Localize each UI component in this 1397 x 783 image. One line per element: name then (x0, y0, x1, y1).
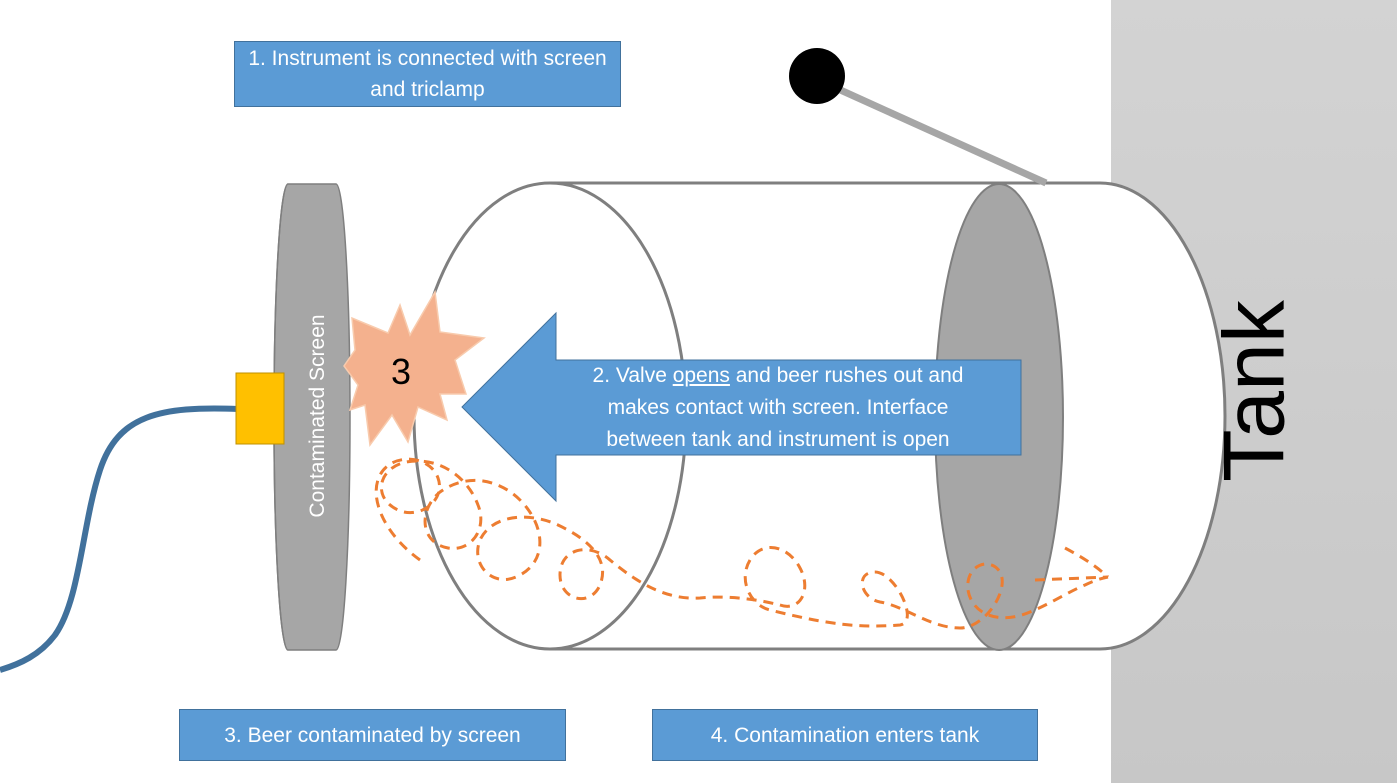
hose (0, 405, 239, 673)
pipe-end-arc (1099, 181, 1227, 651)
beer-flow-arrow (461, 311, 1022, 503)
contamination-path (374, 457, 1109, 630)
tank-label-text: Tank (1206, 300, 1303, 482)
step-2-text-b: and beer rushes out and (729, 364, 964, 387)
step-1-callout: 1. Instrument is connected with screen a… (234, 41, 621, 107)
step-3-text: 3. Beer contaminated by screen (224, 723, 521, 747)
step-2-line-3: between tank and instrument is open (606, 428, 950, 451)
screen-label-text: Contaminated Screen (306, 314, 329, 518)
valve-handle-lever (834, 84, 1048, 187)
contamination-path-tail (1034, 546, 1110, 582)
step-4-text: 4. Contamination enters tank (710, 723, 980, 747)
valve-handle-knob (789, 48, 845, 104)
step-2-line-1: 2. Valve opens and beer rushes out and (593, 360, 964, 392)
triclamp (235, 372, 285, 445)
step-2-text-opens: opens (672, 364, 730, 387)
burst-label: 3 (390, 351, 412, 392)
contamination-burst (343, 289, 486, 447)
step-2-callout: 2. Valve opens and beer rushes out and m… (548, 360, 1008, 456)
step-1-text: 1. Instrument is connected with screen a… (248, 47, 607, 101)
step-3-callout: 3. Beer contaminated by screen (179, 709, 566, 761)
step-2-text-a: 2. Valve (592, 364, 673, 387)
step-4-callout: 4. Contamination enters tank (652, 709, 1038, 761)
step-2-line-2: makes contact with screen. Interface (607, 396, 949, 419)
